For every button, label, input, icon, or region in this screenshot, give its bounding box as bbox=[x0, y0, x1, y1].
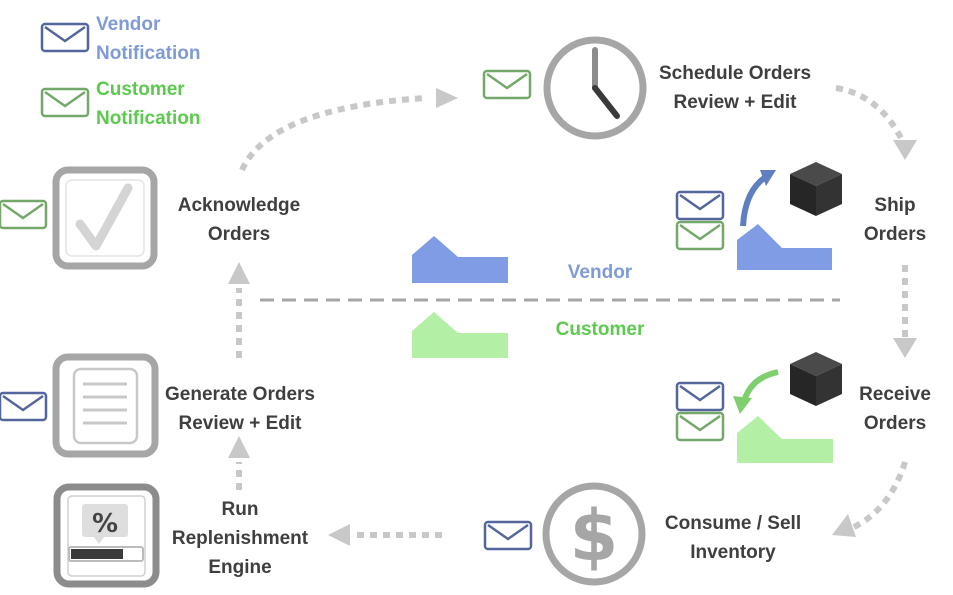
vendor-lane-shape bbox=[412, 236, 508, 283]
schedule-line1: Schedule Orders bbox=[658, 63, 812, 84]
replenish-line2: Replenishment bbox=[171, 528, 309, 549]
flow-arrowheads bbox=[228, 88, 917, 546]
arrowhead-to-schedule bbox=[436, 88, 458, 108]
consume-line1: Consume / Sell bbox=[664, 513, 802, 534]
flow-receive-to-consume bbox=[850, 461, 908, 531]
receive-line1: Receive bbox=[859, 384, 931, 405]
document-list-icon bbox=[52, 353, 159, 458]
step-ship-orders: Ship Orders bbox=[850, 191, 940, 249]
receive-vendor-notification-icon bbox=[675, 381, 725, 412]
generate-vendor-notification-icon bbox=[0, 391, 48, 422]
ship-package-cube-icon bbox=[790, 162, 842, 216]
legend-vendor-envelope-icon bbox=[40, 22, 90, 53]
percent-progress-icon: % bbox=[53, 483, 160, 588]
step-run-replenishment-engine: Run Replenishment Engine bbox=[160, 495, 320, 582]
ship-arrowhead-icon bbox=[760, 170, 776, 186]
clock-icon bbox=[543, 36, 647, 140]
legend-customer-line1: Customer bbox=[96, 79, 185, 100]
step-acknowledge-orders: Acknowledge Orders bbox=[164, 191, 314, 249]
customer-lane-shape bbox=[412, 312, 508, 358]
legend-vendor-notification: Vendor Notification bbox=[96, 10, 201, 68]
flow-arrows bbox=[236, 85, 908, 538]
swimlane-customer-label: Customer bbox=[555, 319, 645, 340]
consume-vendor-notification-icon bbox=[483, 520, 533, 551]
replenish-line3: Engine bbox=[208, 557, 272, 578]
receive-package-cube-icon bbox=[790, 352, 842, 406]
acknowledge-customer-notification-icon bbox=[0, 199, 48, 230]
arrowhead-to-consume bbox=[832, 514, 856, 537]
receive-arrow-icon bbox=[741, 369, 779, 403]
swimlane-vendor-label: Vendor bbox=[567, 262, 633, 283]
acknowledge-line1: Acknowledge bbox=[177, 195, 301, 216]
arrowhead-to-generate bbox=[228, 436, 250, 458]
progress-fill bbox=[71, 549, 123, 559]
arrowhead-to-receive bbox=[893, 338, 917, 358]
checkmark-icon bbox=[52, 166, 158, 270]
receive-arrowhead-icon bbox=[733, 396, 752, 414]
schedule-line2: Review + Edit bbox=[673, 92, 797, 113]
arrowhead-to-acknowledge bbox=[228, 262, 250, 284]
acknowledge-line2: Orders bbox=[207, 224, 271, 245]
ship-customer-notification-icon bbox=[675, 220, 725, 251]
ship-arrow-icon bbox=[740, 173, 769, 227]
legend-vendor-line2: Notification bbox=[96, 43, 201, 64]
replenish-line1: Run bbox=[221, 499, 259, 520]
receive-customer-notification-icon bbox=[675, 411, 725, 442]
step-receive-orders: Receive Orders bbox=[850, 380, 940, 438]
percent-symbol: % bbox=[92, 509, 118, 539]
dollar-symbol: $ bbox=[570, 495, 619, 577]
step-schedule-orders: Schedule Orders Review + Edit bbox=[645, 59, 825, 117]
consume-line2: Inventory bbox=[690, 542, 776, 563]
arrowhead-to-replenish bbox=[328, 524, 350, 546]
legend-customer-envelope-icon bbox=[40, 87, 90, 118]
receive-customer-shape bbox=[737, 416, 833, 463]
ship-vendor-shape bbox=[737, 224, 832, 270]
legend-customer-line2: Notification bbox=[96, 108, 201, 129]
schedule-customer-notification-icon bbox=[482, 69, 532, 100]
generate-line2: Review + Edit bbox=[178, 413, 302, 434]
flow-schedule-to-ship bbox=[835, 85, 906, 144]
step-generate-orders: Generate Orders Review + Edit bbox=[150, 380, 330, 438]
ship-line2: Orders bbox=[863, 224, 927, 245]
flow-acknowledge-to-schedule bbox=[239, 95, 426, 172]
ship-vendor-notification-icon bbox=[675, 190, 725, 221]
receive-line2: Orders bbox=[863, 413, 927, 434]
legend-vendor-line1: Vendor bbox=[96, 14, 161, 35]
ship-line1: Ship bbox=[874, 195, 916, 216]
legend-customer-notification: Customer Notification bbox=[96, 75, 201, 133]
generate-line1: Generate Orders bbox=[165, 384, 315, 405]
step-consume-sell-inventory: Consume / Sell Inventory bbox=[648, 509, 818, 567]
arrowhead-to-ship bbox=[893, 140, 917, 160]
dollar-coin-icon: $ bbox=[542, 482, 646, 586]
